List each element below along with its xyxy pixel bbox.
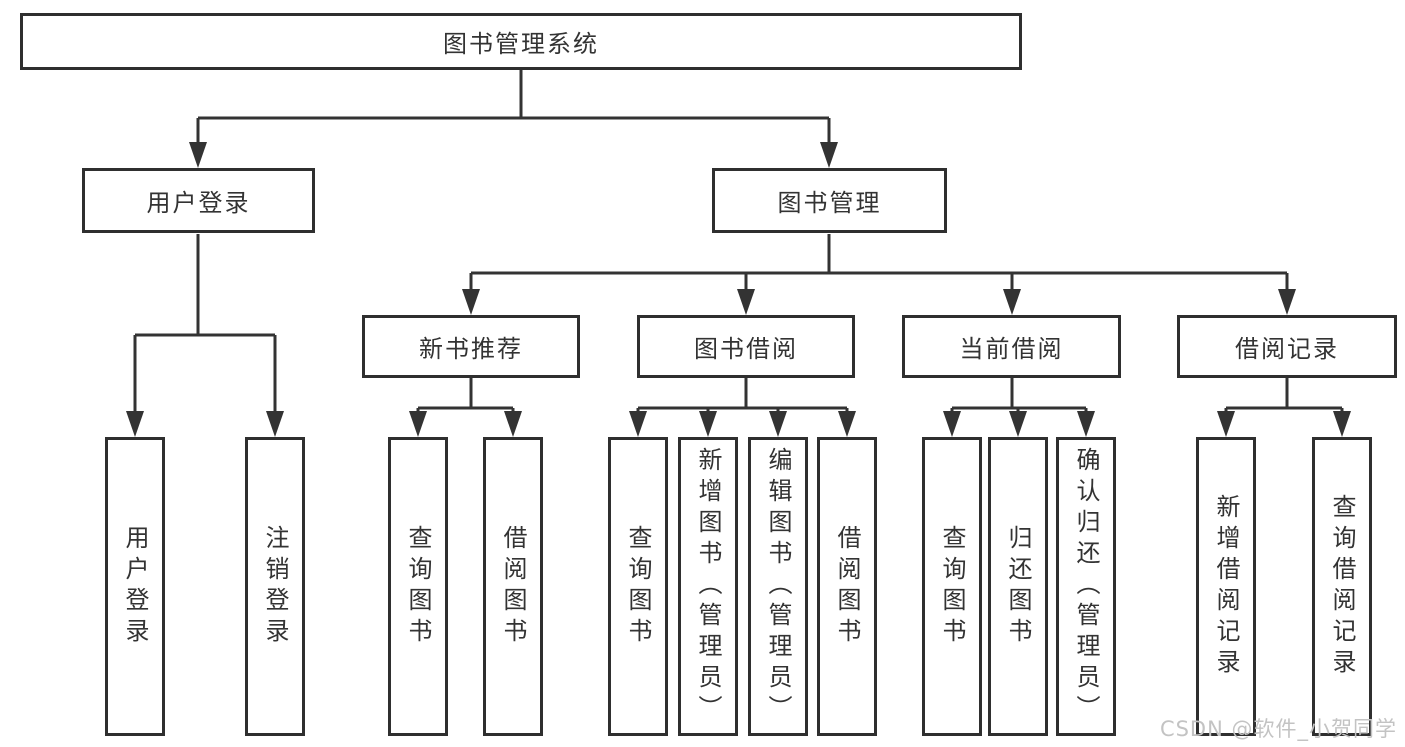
node-label: 用户登录	[146, 189, 251, 217]
node-label: 注销登录	[261, 524, 289, 649]
arrowhead	[504, 411, 522, 437]
node-label: 查询图书	[938, 524, 966, 649]
node-label: 图书借阅	[694, 335, 798, 363]
leaf-current-return-book: 归还图书	[988, 437, 1048, 736]
leaf-current-confirm-return-admin: 确认归还（管理员）	[1056, 437, 1116, 736]
node-label: 借阅图书	[499, 524, 527, 649]
arrowhead	[1333, 411, 1351, 437]
arrowhead	[1009, 411, 1027, 437]
node-user-login: 用户登录	[82, 168, 315, 233]
node-book-management: 图书管理	[712, 168, 947, 233]
arrowhead	[409, 411, 427, 437]
arrowhead	[1217, 411, 1235, 437]
arrowhead	[462, 289, 480, 315]
leaf-logout-login: 注销登录	[245, 437, 305, 736]
leaf-borrowing-query-book: 查询图书	[608, 437, 668, 736]
leaf-borrowing-edit-book-admin: 编辑图书（管理员）	[748, 437, 808, 736]
leaf-recommend-borrow-book: 借阅图书	[483, 437, 543, 736]
arrowhead	[266, 411, 284, 437]
arrowhead	[629, 411, 647, 437]
connector-paths	[133, 70, 1344, 414]
arrowhead	[1077, 411, 1095, 437]
node-current-borrowing: 当前借阅	[902, 315, 1121, 378]
node-label: 图书管理系统	[443, 30, 599, 58]
arrowhead	[1003, 289, 1021, 315]
node-borrowing-records: 借阅记录	[1177, 315, 1397, 378]
node-root-library-system: 图书管理系统	[20, 13, 1022, 70]
arrowhead	[943, 411, 961, 437]
node-label: 编辑图书（管理员）	[764, 447, 792, 726]
arrowhead	[838, 411, 856, 437]
node-label: 用户登录	[121, 524, 149, 649]
arrowhead	[820, 142, 838, 168]
node-label: 图书管理	[777, 189, 882, 217]
node-label: 归还图书	[1004, 524, 1032, 649]
leaf-current-query-book: 查询图书	[922, 437, 982, 736]
arrowhead	[126, 411, 144, 437]
node-label: 新增图书（管理员）	[694, 447, 722, 726]
leaf-records-add-record: 新增借阅记录	[1196, 437, 1256, 736]
node-label: 确认归还（管理员）	[1072, 447, 1100, 726]
node-label: 查询借阅记录	[1328, 493, 1356, 680]
arrowhead	[769, 411, 787, 437]
node-label: 新增借阅记录	[1212, 493, 1240, 680]
leaf-borrowing-add-book-admin: 新增图书（管理员）	[678, 437, 738, 736]
node-label: 查询图书	[404, 524, 432, 649]
node-new-book-recommend: 新书推荐	[362, 315, 580, 378]
node-label: 查询图书	[624, 524, 652, 649]
leaf-recommend-query-book: 查询图书	[388, 437, 448, 736]
arrowheads	[126, 142, 1351, 437]
arrowhead	[189, 142, 207, 168]
leaf-records-query-record: 查询借阅记录	[1312, 437, 1372, 736]
node-label: 当前借阅	[959, 335, 1064, 363]
node-label: 借阅图书	[833, 524, 861, 649]
leaf-borrowing-borrow-book: 借阅图书	[817, 437, 877, 736]
arrowhead	[737, 289, 755, 315]
leaf-user-login: 用户登录	[105, 437, 165, 736]
arrowhead	[1278, 289, 1296, 315]
node-book-borrowing: 图书借阅	[637, 315, 855, 378]
arrowhead	[699, 411, 717, 437]
node-label: 借阅记录	[1235, 335, 1339, 363]
node-label: 新书推荐	[419, 335, 523, 363]
